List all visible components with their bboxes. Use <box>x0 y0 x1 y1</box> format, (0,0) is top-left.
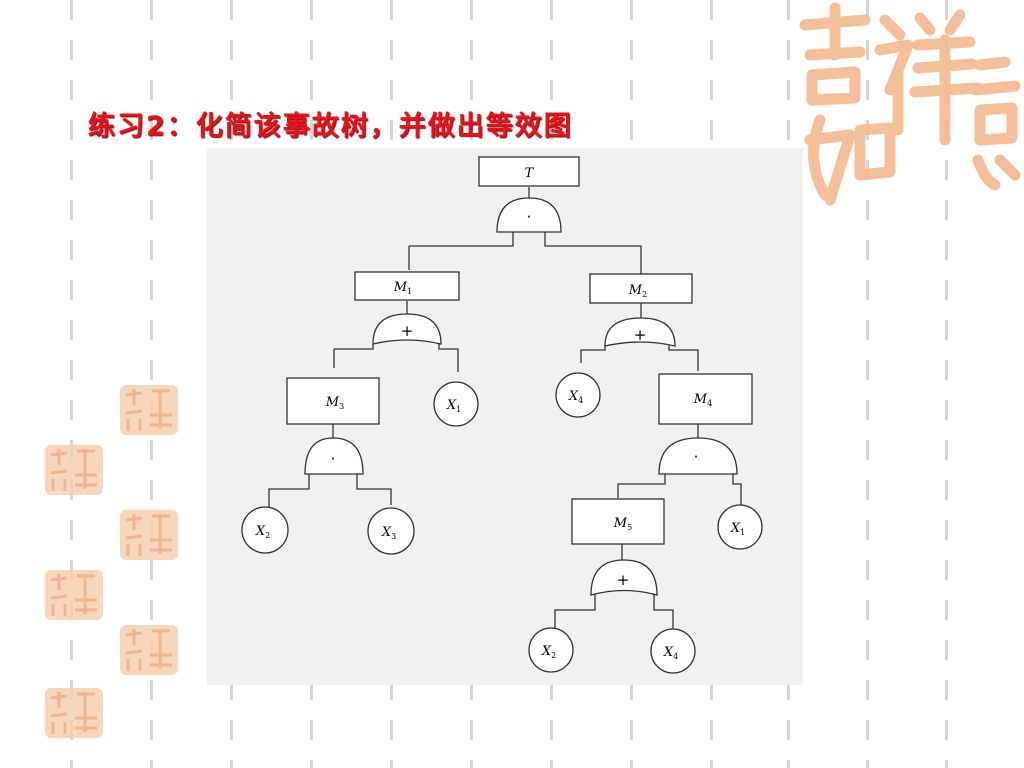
svg-text:X1: X1 <box>446 398 461 414</box>
small-seal-icon <box>120 510 178 560</box>
small-seal-icon <box>120 385 178 435</box>
event-M3: M3 <box>286 377 380 425</box>
svg-text:M1: M1 <box>393 280 412 296</box>
basic-X1a-sub: 1 <box>456 405 461 414</box>
small-seal-icon <box>45 445 103 495</box>
svg-text:X2: X2 <box>255 524 270 540</box>
gate-M3-symbol: · <box>331 450 336 468</box>
basic-event-X1-right: X1 <box>717 504 763 550</box>
basic-event-X3: X3 <box>367 507 415 555</box>
basic-event-X1: X1 <box>433 381 479 427</box>
small-seal-icon <box>120 625 178 675</box>
event-M4-sub: 4 <box>707 399 712 408</box>
svg-text:M4: M4 <box>693 392 712 408</box>
basic-X4b-sub: 4 <box>673 652 678 661</box>
event-M2: M2 <box>589 273 693 304</box>
gate-M2-or: + <box>604 317 676 347</box>
basic-X1b-sub: 1 <box>740 528 745 537</box>
basic-X2b-sub: 2 <box>551 651 556 660</box>
event-M1: M1 <box>354 271 460 301</box>
event-M5: M5 <box>571 498 665 545</box>
gate-M2-symbol: + <box>634 326 647 344</box>
basic-X1a-label: X <box>446 398 457 413</box>
auspicious-seal-logo <box>799 2 1021 206</box>
event-M1-label: M <box>393 280 408 295</box>
basic-event-X4-bottom: X4 <box>650 628 696 674</box>
basic-X4b-label: X <box>663 645 674 660</box>
basic-X3a-label: X <box>381 525 392 540</box>
event-M4-label: M <box>693 392 708 407</box>
basic-X2b-label: X <box>541 644 552 659</box>
basic-event-X2-bottom: X2 <box>528 627 574 673</box>
small-seal-icon <box>45 570 103 620</box>
gate-M4-symbol: · <box>694 448 699 466</box>
gate-M1-or: + <box>372 313 442 345</box>
event-M5-label: M <box>613 516 628 531</box>
gate-T-and: · <box>496 197 562 233</box>
basic-event-X4: X4 <box>555 372 601 418</box>
event-T-label: T <box>525 166 535 181</box>
gate-M5-symbol: + <box>617 571 630 589</box>
event-M2-sub: 2 <box>642 290 647 299</box>
basic-event-X2: X2 <box>241 506 289 554</box>
svg-text:M3: M3 <box>325 395 344 411</box>
basic-X1b-label: X <box>730 521 741 536</box>
svg-text:X4: X4 <box>568 389 583 405</box>
svg-text:X1: X1 <box>730 521 745 537</box>
svg-text:M2: M2 <box>628 283 647 299</box>
svg-text:X4: X4 <box>663 645 678 661</box>
event-M5-sub: 5 <box>627 523 632 532</box>
gate-M4-and: · <box>658 437 738 475</box>
svg-text:X2: X2 <box>541 644 556 660</box>
event-M3-label: M <box>325 395 340 410</box>
svg-text:X3: X3 <box>381 525 396 541</box>
event-M3-sub: 3 <box>339 402 344 411</box>
event-M1-sub: 1 <box>407 287 412 296</box>
gate-M3-and: · <box>304 437 364 475</box>
basic-X4a-label: X <box>568 389 579 404</box>
gate-M5-or: + <box>590 559 658 596</box>
event-M2-label: M <box>628 283 643 298</box>
event-M4: M4 <box>658 373 753 425</box>
fault-tree-figure: T · M1 + M2 + M3 X1 X4 M4 <box>207 148 803 685</box>
event-T: T <box>478 156 580 187</box>
small-seal-icon <box>45 688 103 738</box>
basic-X3a-sub: 3 <box>391 532 396 541</box>
basic-X4a-sub: 4 <box>578 396 583 405</box>
basic-X2a-sub: 2 <box>265 531 270 540</box>
svg-text:M5: M5 <box>613 516 632 532</box>
fault-tree-diagram: T · M1 + M2 + M3 X1 X4 M4 <box>241 156 763 674</box>
basic-X2a-label: X <box>255 524 266 539</box>
gate-T-symbol: · <box>527 208 532 226</box>
slide-title: 练习2：化简该事故树，并做出等效图 <box>88 111 573 142</box>
gate-M1-symbol: + <box>401 322 414 340</box>
